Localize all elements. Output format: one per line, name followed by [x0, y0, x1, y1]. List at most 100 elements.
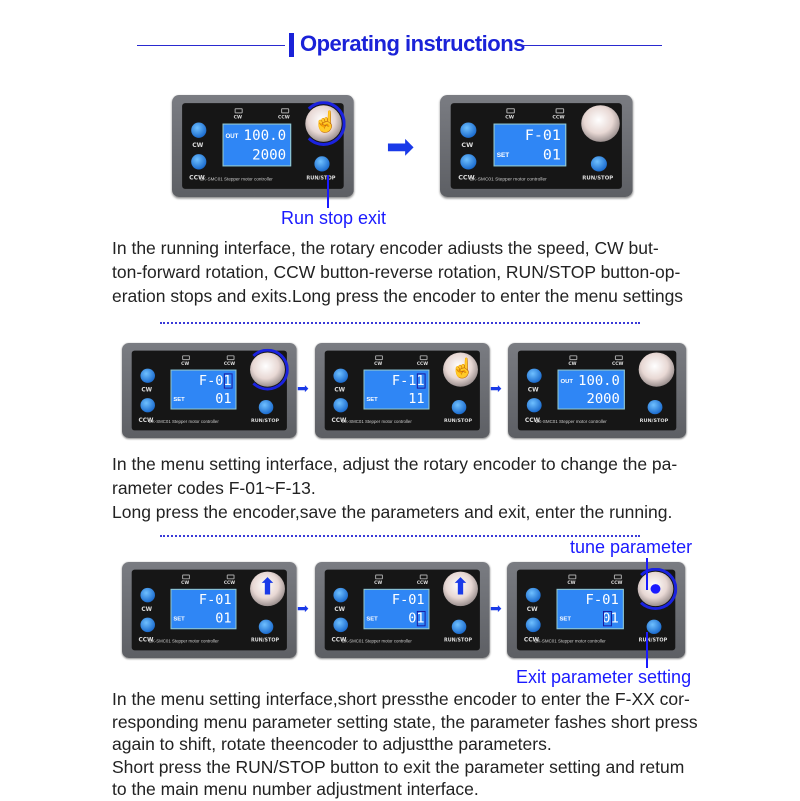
cw-button[interactable] — [333, 368, 348, 383]
cw-led — [506, 108, 515, 114]
ccw-button[interactable] — [333, 617, 348, 633]
ccw-button[interactable] — [140, 398, 155, 413]
ccw-led-label: CCW — [552, 115, 565, 121]
screen-prefix-bottom: SET — [559, 616, 572, 623]
text-line: Long press the encoder,save the paramete… — [112, 502, 673, 522]
screen-line-2: 2000 — [586, 391, 620, 407]
cw-led-label: CW — [181, 362, 190, 367]
cw-button[interactable] — [140, 368, 155, 383]
ccw-led — [419, 355, 428, 361]
screen-line-2: 2000 — [252, 147, 287, 164]
run-stop-button[interactable] — [647, 400, 663, 415]
screen-line-2: 01 — [215, 610, 232, 627]
screen-line-1: 100.0 — [243, 127, 287, 144]
screen-line-2: 01 — [602, 610, 619, 627]
device-model-label: ZK-SMC01 Stepper motor controller — [149, 638, 219, 644]
cw-led — [182, 574, 190, 580]
run-stop-label: RUN/STOP — [251, 637, 280, 644]
callout-line — [646, 632, 648, 668]
callout-tune-parameter: tune parameter — [570, 537, 693, 557]
screen-prefix-bottom: SET — [366, 397, 378, 403]
callout-exit-parameter-setting: Exit parameter setting — [516, 667, 692, 687]
rotary-encoder-knob[interactable]: ☝ — [443, 352, 478, 387]
rotary-encoder-knob[interactable] — [581, 105, 620, 142]
rotary-encoder-knob[interactable] — [637, 571, 674, 607]
ccw-button[interactable] — [191, 154, 207, 170]
rotary-encoder-knob[interactable]: ☝ — [305, 105, 342, 142]
screen-line-1: F-01 — [391, 592, 425, 609]
ccw-led — [226, 574, 235, 580]
cw-led — [569, 355, 578, 361]
text-line: again to shift, rotate theencoder to adj… — [112, 734, 552, 754]
screen-line-2: 11 — [408, 391, 425, 407]
run-stop-button[interactable] — [451, 619, 467, 634]
cw-led — [375, 355, 383, 361]
ccw-led-label: CCW — [611, 362, 624, 367]
cw-label: CW — [141, 606, 153, 613]
ccw-button[interactable] — [460, 154, 477, 170]
run-stop-button[interactable] — [314, 156, 330, 172]
stepper-controller-device: CW CCW CW CCW F-11 SET 11 ☝ RUN/STOP ZK-… — [315, 343, 490, 438]
run-stop-label: RUN/STOP — [444, 637, 473, 644]
cw-label: CW — [461, 141, 474, 150]
cw-led-label: CW — [374, 581, 383, 586]
run-stop-button[interactable] — [258, 619, 274, 634]
stepper-controller-device: CW CCW CW CCW OUT 100.0 2000 ☝ RUN/STOP … — [172, 95, 354, 197]
rotary-encoder-knob[interactable] — [638, 352, 675, 387]
screen-line-1: F-11 — [391, 373, 425, 389]
cw-button[interactable] — [140, 587, 155, 603]
ccw-led — [281, 108, 290, 114]
cw-button[interactable] — [460, 122, 477, 138]
cw-led — [182, 355, 190, 361]
run-stop-label: RUN/STOP — [638, 637, 668, 644]
cw-button[interactable] — [526, 368, 542, 383]
screen-prefix-top: OUT — [225, 133, 239, 140]
ccw-button[interactable] — [526, 398, 542, 413]
text-line: In the menu setting interface, adjust th… — [112, 454, 678, 474]
arrow-right-icon: ➡ — [490, 600, 502, 616]
cw-led-label: CW — [233, 115, 242, 121]
run-stop-button[interactable] — [451, 400, 467, 415]
run-stop-label: RUN/STOP — [639, 418, 669, 424]
cw-label: CW — [192, 141, 204, 150]
ccw-button[interactable] — [525, 617, 541, 633]
ccw-led-label: CCW — [278, 115, 290, 121]
screen-prefix-bottom: SET — [366, 616, 378, 623]
rotary-encoder-knob[interactable]: ⬆ — [250, 571, 285, 607]
cw-button[interactable] — [191, 122, 207, 138]
rotary-encoder-knob[interactable] — [250, 352, 285, 387]
run-stop-label: RUN/STOP — [582, 175, 614, 182]
text-line: to the main menu number adjustment inter… — [112, 779, 479, 799]
cw-led-label: CW — [568, 362, 577, 367]
arrow-right-icon: ➡ — [297, 600, 309, 616]
ccw-button[interactable] — [333, 398, 348, 413]
cw-led — [375, 574, 383, 580]
device-model-label: ZK-SMC01 Stepper motor controller — [535, 419, 607, 424]
hand-press-icon: ☝ — [450, 358, 475, 380]
run-stop-button[interactable] — [646, 619, 662, 634]
cw-button[interactable] — [525, 587, 541, 603]
screen-line-2: 01 — [215, 391, 232, 407]
run-stop-label: RUN/STOP — [251, 418, 280, 424]
cw-label: CW — [526, 606, 538, 613]
run-stop-button[interactable] — [258, 400, 274, 415]
cw-label: CW — [334, 606, 346, 613]
run-stop-button[interactable] — [590, 156, 607, 172]
lcd-screen: F-01 SET 01 — [493, 123, 567, 167]
ccw-led — [614, 355, 623, 361]
stepper-controller-device: CW CCW CW CCW F-01 SET 01 RUN/STOP ZK-SM… — [440, 95, 633, 197]
cw-button[interactable] — [333, 587, 348, 603]
text-line: In the running interface, the rotary enc… — [112, 238, 659, 258]
lcd-screen: OUT 100.0 2000 — [557, 369, 625, 410]
edit-cursor — [603, 610, 612, 627]
arrow-up-icon: ⬆ — [450, 574, 471, 601]
title-bar-accent — [289, 33, 294, 57]
screen-line-1: F-01 — [585, 592, 619, 609]
dotted-divider — [160, 535, 640, 537]
rotary-encoder-knob[interactable]: ⬆ — [443, 571, 478, 607]
ccw-label: CCW — [138, 417, 154, 424]
device-model-label: ZK-SMC01 Stepper motor controller — [534, 638, 606, 644]
callout-run-stop-exit: Run stop exit — [281, 208, 387, 228]
run-stop-label: RUN/STOP — [444, 418, 473, 424]
ccw-button[interactable] — [140, 617, 155, 633]
